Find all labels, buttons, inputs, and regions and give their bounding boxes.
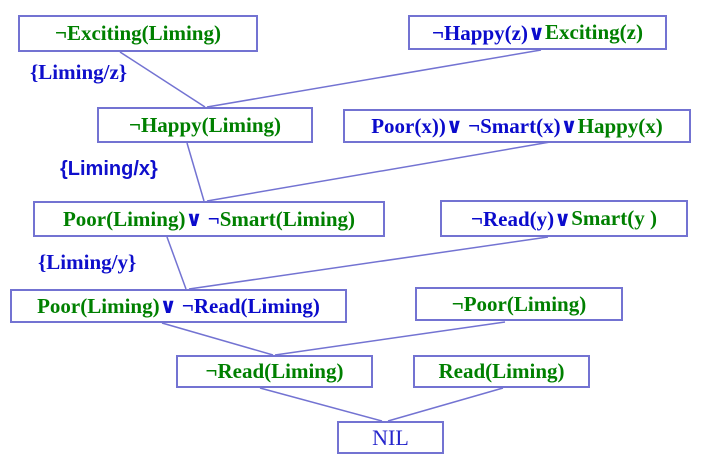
- clause-nil: NIL: [337, 421, 444, 454]
- clause-not-happy-z-or-exciting-z: ¬Happy(z)∨ Exciting(z): [408, 15, 667, 50]
- line-notpoor-to-notread: [274, 321, 506, 356]
- clause-text: ¬Exciting(Liming): [55, 21, 221, 45]
- clause-text: ¬Read(Liming): [205, 359, 344, 383]
- clause-text: ¬Poor(Liming): [451, 291, 587, 316]
- clause-not-exciting-liming: ¬Exciting(Liming): [18, 15, 258, 52]
- line-happy-to-poorsmart: [186, 142, 205, 202]
- clause-not-read-y-or-smart-y: ¬Read(y)∨ Smart(y ): [440, 200, 688, 237]
- substitution-label-liming-z: {Liming/z}: [30, 60, 128, 84]
- clause-not-read-liming: ¬Read(Liming): [176, 355, 373, 388]
- clause-text: Read(Liming): [438, 359, 565, 383]
- clause-text: NIL: [372, 424, 409, 450]
- clause-text: ¬Happy(Liming): [129, 112, 281, 137]
- line-exciting-to-happy: [119, 51, 206, 108]
- clause-read-liming: Read(Liming): [413, 355, 590, 388]
- clause-text: Poor(Liming): [37, 293, 160, 318]
- clause-poor-liming-or-not-read-liming: Poor(Liming) ∨ ¬Read(Liming): [10, 289, 347, 323]
- clause-text: Happy(x): [577, 113, 663, 138]
- substitution-label-liming-y: {Liming/y}: [38, 250, 137, 274]
- line-poorx-to-poorsmart: [206, 140, 557, 202]
- clause-poor-liming-or-not-smart-liming: Poor(Liming) ∨ ¬ Smart(Liming): [33, 201, 385, 237]
- clause-text: Smart(y ): [571, 206, 657, 230]
- line-notread-to-nil: [259, 387, 383, 422]
- substitution-label-liming-x: {Liming/x}: [60, 158, 158, 180]
- clause-text: ¬Happy(z)∨: [431, 20, 546, 45]
- line-read-to-nil: [387, 387, 504, 422]
- clause-text: Poor(Liming): [62, 206, 186, 231]
- resolution-line-group: [119, 49, 557, 422]
- line-happyz-to-happy: [206, 49, 542, 108]
- clause-not-poor-liming: ¬Poor(Liming): [415, 287, 623, 321]
- clause-text: ¬Read(y)∨: [471, 206, 572, 231]
- clause-not-happy-liming: ¬Happy(Liming): [97, 107, 313, 143]
- clause-text: Smart(Liming): [219, 206, 356, 231]
- clause-text: ∨ ¬Read(Liming): [159, 294, 320, 318]
- clause-text: ∨ ¬: [185, 207, 220, 231]
- line-poorread-to-notread: [161, 322, 274, 356]
- clause-text: Poor(x))∨ ¬Smart(x)∨: [371, 114, 578, 138]
- line-ready-to-poorread: [188, 236, 549, 290]
- clause-poor-x-or-not-smart-x-or-happy-x: Poor(x))∨ ¬Smart(x)∨ Happy(x): [343, 109, 691, 143]
- clause-text: Exciting(z): [545, 20, 643, 44]
- line-poorsmart-to-poorread: [166, 236, 187, 290]
